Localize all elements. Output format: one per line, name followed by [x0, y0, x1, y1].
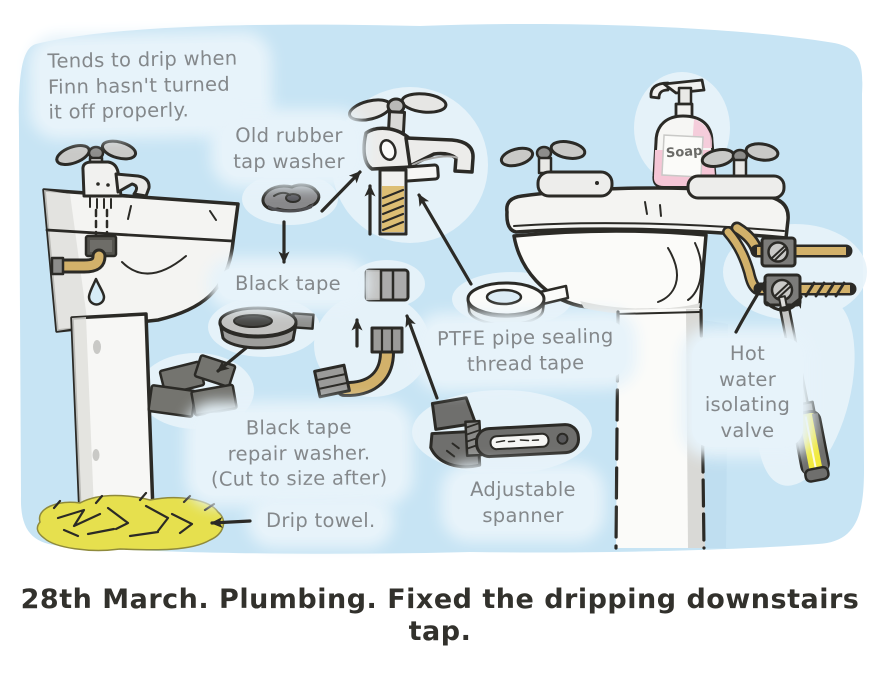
left-sink-tap: [55, 139, 151, 198]
annotation-drip-towel: Drip towel.: [258, 505, 384, 537]
ptfe-tape-roll: [466, 281, 570, 326]
hot-water-valve: [760, 236, 797, 268]
adjustable-spanner: [429, 396, 580, 469]
annotation-drip-note: Tends to drip when Finn hasn't turned it…: [39, 42, 262, 130]
right-sink-left-tap: [499, 140, 614, 198]
black-tape-roll: [218, 306, 315, 350]
annotation-repair-washer: Black tape repair washer. (Cut to size a…: [195, 411, 403, 497]
annotation-black-tape: Black tape: [218, 268, 358, 300]
right-sink-right-tap: [686, 142, 786, 200]
center-tap: [348, 92, 475, 236]
old-rubber-washer: [261, 183, 321, 213]
annotation-ptfe-tape: PTFE pipe sealing thread tape: [424, 320, 627, 382]
left-sink-cutaway-pipe: [50, 197, 118, 306]
pipe-elbow: [313, 326, 404, 399]
drip-towel: [36, 491, 225, 552]
water-drip: [87, 277, 106, 306]
annotation-spanner: Adjustable spanner: [452, 474, 594, 532]
journal-caption: 28th March. Plumbing. Fixed the dripping…: [20, 584, 860, 648]
annotation-isolating-valve: Hot water isolating valve: [692, 338, 803, 447]
left-sink: [36, 139, 240, 552]
annotation-old-washer: Old rubber tap washer: [222, 120, 356, 178]
soap-bottle-label: Soap: [665, 143, 703, 162]
compression-nut: [364, 268, 410, 302]
